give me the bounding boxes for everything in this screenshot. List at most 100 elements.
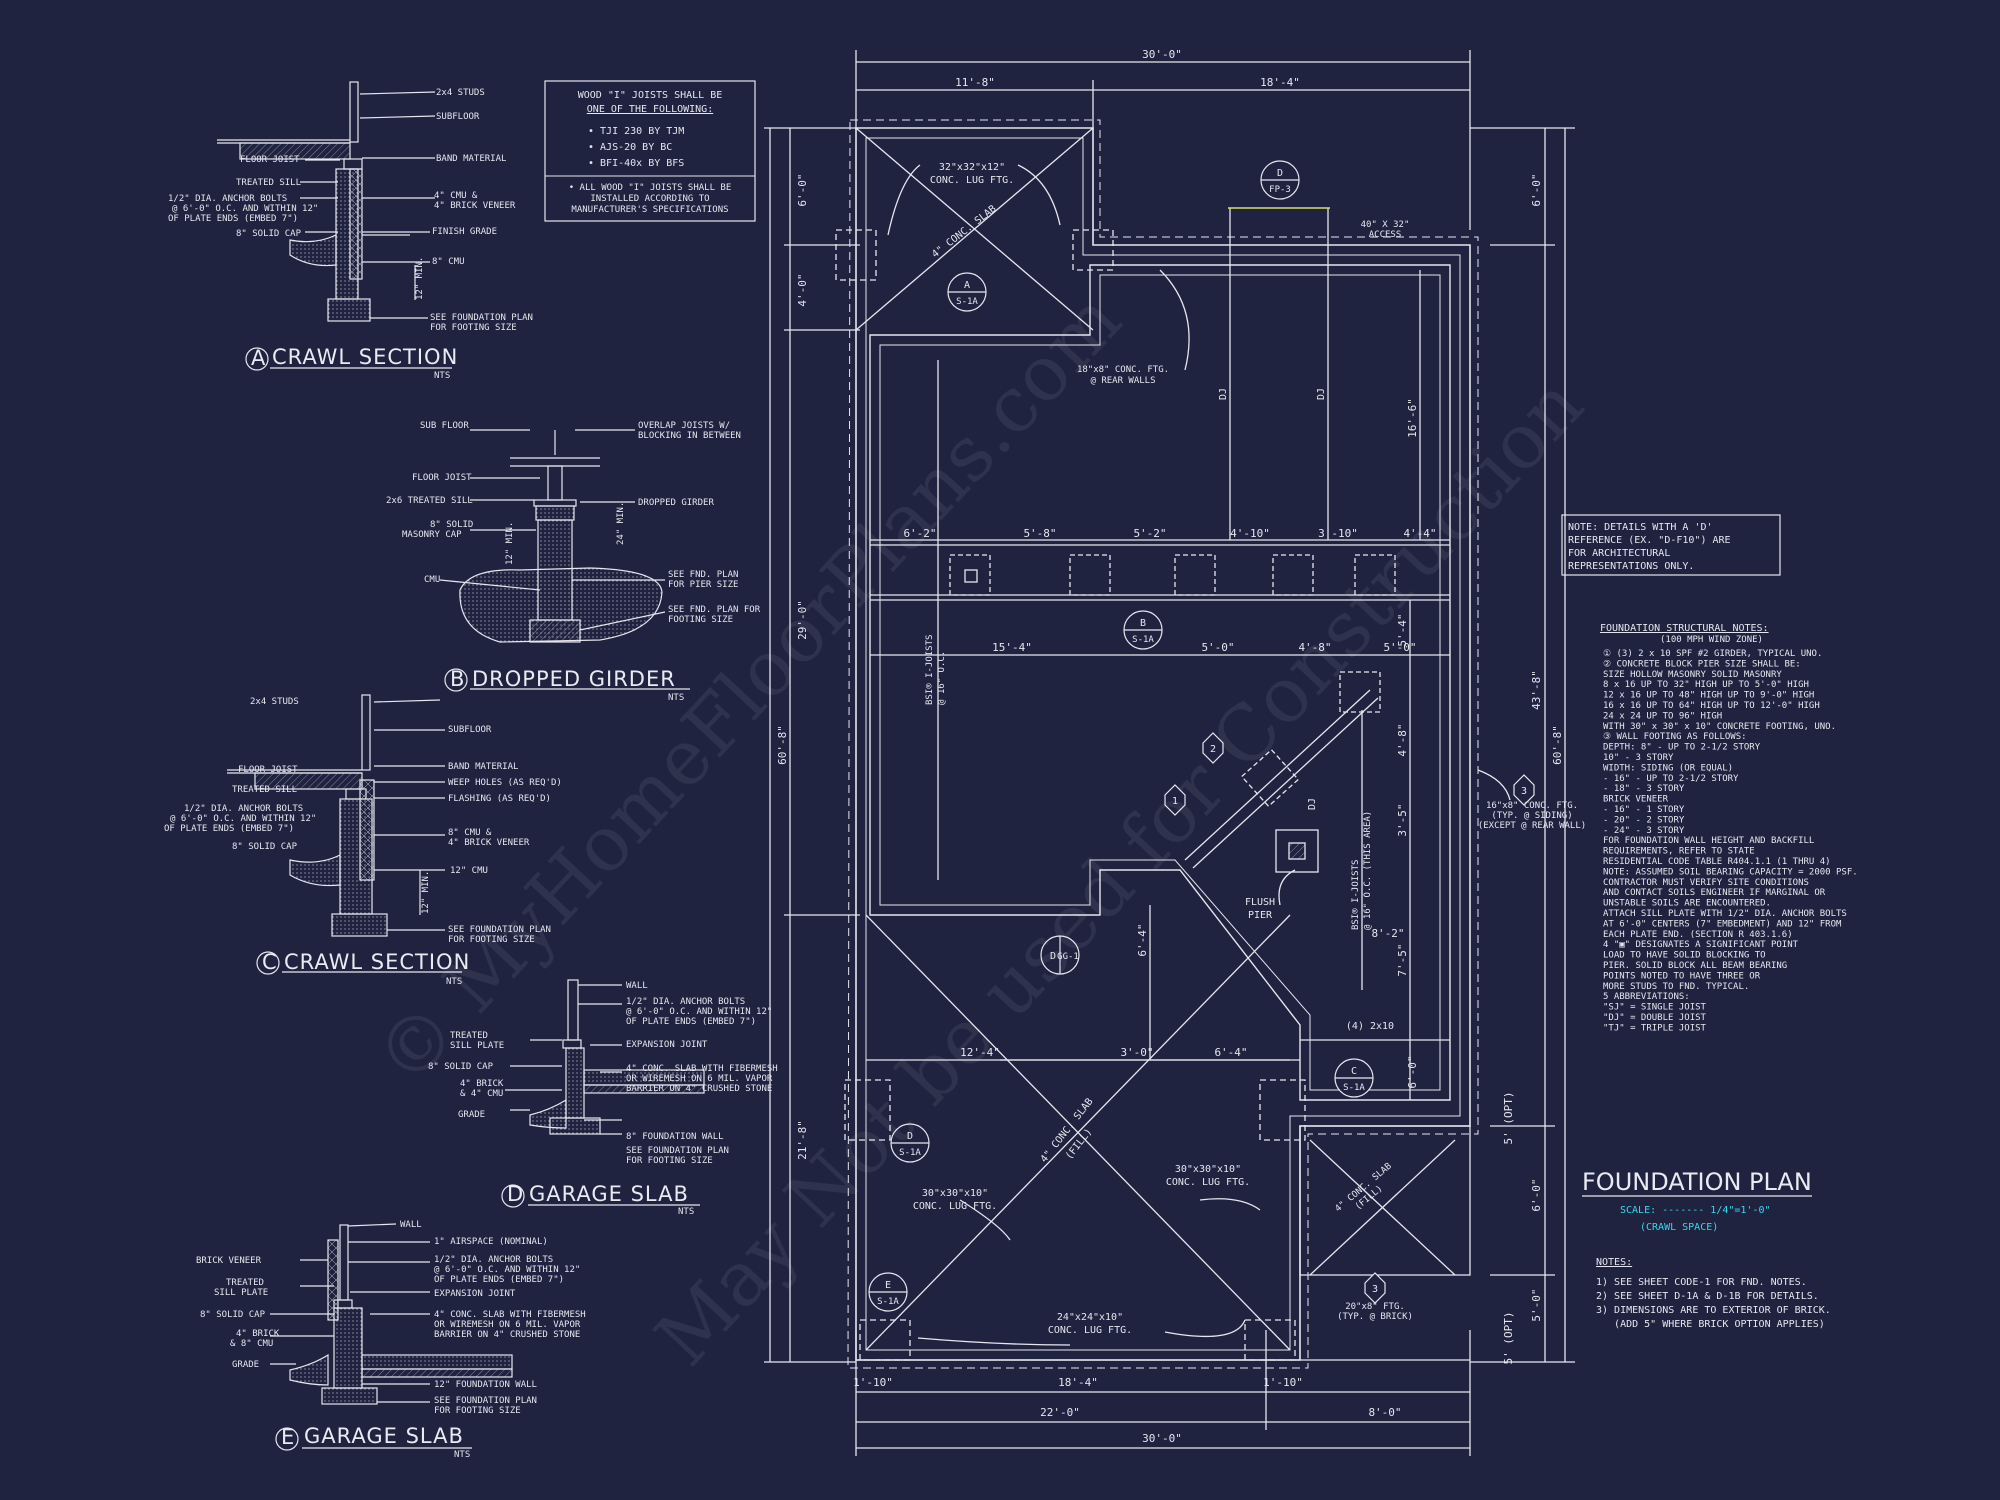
hex-tag: 3 [1521,786,1527,797]
detail-letter: B [450,667,465,691]
label: FLOOR JOIST [238,765,298,775]
detail-b-dropped-girder [439,429,690,692]
hex-tag: 3 [1372,1284,1378,1295]
detail-d-garage-slab [501,979,705,1208]
lug-top-label: CONC. LUG FTG. [930,175,1014,186]
plan-title: FOUNDATION PLAN [1582,1168,1812,1196]
label: FLOOR JOIST [240,155,300,165]
dj-label: DJ [1218,388,1229,400]
label: @ 6'-0" O.C. AND WITHIN 12" [170,814,316,824]
structural-notes: FOUNDATION STRUCTURAL NOTES: (100 MPH WI… [1600,623,1858,1033]
label: WEEP HOLES (AS REQ'D) [448,778,562,788]
structural-note-line: 12 x 16 UP TO 48" HIGH UP TO 9'-0" HIGH [1603,691,1814,701]
hex-tag: 2 [1210,744,1216,755]
structural-note-line: 5 ABBREVIATIONS: [1603,992,1690,1002]
detail-b-labels: SUB FLOOR OVERLAP JOISTS W/ BLOCKING IN … [386,421,761,703]
dj-label: DJ [1307,798,1318,810]
notes-heading: NOTES: [1596,1257,1632,1268]
structural-note-line: 16 x 16 UP TO 64" HIGH UP TO 12'-0" HIGH [1603,701,1820,711]
label: 4" CONC. SLAB WITH FIBERMESH [434,1310,586,1320]
detail-letter: E [281,1425,295,1449]
structural-note-line: DEPTH: 8" - UP TO 2-1/2 STORY [1603,743,1761,753]
label: TREATED [226,1278,264,1288]
label: 8" CMU [432,257,465,267]
detail-e-garage-slab [270,1223,513,1451]
tag-top: D [1277,168,1283,179]
dim-mid: 6'-4" [1214,1046,1247,1059]
detail-title: CRAWL SECTION [284,950,470,974]
dim-mid: 4'-8" [1396,723,1409,756]
structural-notes-subtitle: (100 MPH WIND ZONE) [1660,635,1763,645]
label: FOR FOOTING SIZE [434,1406,521,1416]
label: 8" CMU & [448,828,492,838]
dim-right: 5' (OPT) [1502,1312,1515,1365]
dim-mid: 3'-0" [1120,1046,1153,1059]
structural-notes-title: FOUNDATION STRUCTURAL NOTES: [1600,623,1769,634]
label: EXPANSION JOINT [626,1040,708,1050]
label: 1/2" DIA. ANCHOR BOLTS [168,194,287,204]
joist-note-box: WOOD "I" JOISTS SHALL BE ONE OF THE FOLL… [544,80,756,222]
label: GRADE [458,1110,485,1120]
label: 4" BRICK VENEER [448,838,530,848]
structural-note-line: 10" - 3 STORY [1603,753,1674,763]
structural-note-line: RESIDENTIAL CODE TABLE R404.1.1 (1 THRU … [1603,857,1831,867]
lug-bottom-label: 24"x24"x10" [1057,1312,1123,1323]
structural-note-line: UNSTABLE SOILS ARE ENCOUNTERED. [1603,899,1771,909]
joists-left-label: BSI® I-JOISTS [925,635,935,705]
label: FLASHING (AS REQ'D) [448,794,551,804]
structural-note-line: 4 "▣" DESIGNATES A SIGNIFICANT POINT [1603,940,1799,950]
label: OF PLATE ENDS (EMBED 7") [434,1275,564,1285]
dim-mid: 8'-2" [1371,927,1404,940]
label: 4" BRICK [460,1079,504,1089]
label: 8" SOLID CAP [428,1062,494,1072]
structural-note-line: 24 x 24 UP TO 96" HIGH [1603,711,1722,721]
dim-bottom: 1'-10" [1263,1376,1303,1389]
detail-d-labels: WALL 1/2" DIA. ANCHOR BOLTS @ 6'-0" O.C.… [428,981,778,1217]
joist-note-line: • TJI 230 BY TJM [588,126,684,137]
label: OVERLAP JOISTS W/ [638,421,730,431]
flush-pier-label: FLUSH [1245,897,1275,908]
lug-top-label: 32"x32"x12" [939,162,1005,173]
tag-top: E [885,1280,891,1291]
detail-title: GARAGE SLAB [529,1182,689,1206]
label: 1/2" DIA. ANCHOR BOLTS [184,804,303,814]
joists-left-label: @ 16" O.C. [937,651,947,705]
joists-right-label: @ 16" O.C. (THIS AREA) [1363,811,1373,930]
dim-left: 4'-0" [796,273,809,306]
structural-note-line: REQUIREMENTS, REFER TO STATE [1603,847,1755,857]
label: 1/2" DIA. ANCHOR BOLTS [626,997,745,1007]
label: & 8" CMU [230,1339,273,1349]
label: 4" CONC. SLAB WITH FIBERMESH [626,1064,778,1074]
scale-label: NTS [668,693,684,703]
detail-title: CRAWL SECTION [272,345,458,369]
lug-right-label: CONC. LUG FTG. [1166,1177,1250,1188]
dim-bottom: 1'-10" [853,1376,893,1389]
dim-top-overall: 30'-0" [1142,48,1182,61]
ftg-rear-label: 18"x8" CONC. FTG. [1077,365,1169,375]
tag-bottom: S-1A [956,297,978,307]
structural-note-line: ② CONCRETE BLOCK PIER SIZE SHALL BE: [1603,659,1801,669]
ref-note-line: REPRESENTATIONS ONLY. [1568,561,1694,572]
label: 12" MIN. [505,522,515,565]
dim-mid: 16'-6" [1406,398,1419,438]
dim-mid: 12'-4" [960,1046,1000,1059]
label: FINISH GRADE [432,227,497,237]
label: SILL PLATE [450,1041,504,1051]
label: 4" BRICK VENEER [434,201,516,211]
label: FOR PIER SIZE [668,580,738,590]
joist-note-line: • AJS-20 BY BC [588,142,672,153]
detail-c-labels: 2x4 STUDS SUBFLOOR FLOOR JOIST BAND MATE… [164,697,562,987]
ref-note-line: REFERENCE (EX. "D-F10") ARE [1568,535,1731,546]
dim-mid: 5'-0" [1201,641,1234,654]
label: OF PLATE ENDS (EMBED 7") [168,214,298,224]
structural-note-line: NOTE: ASSUMED SOIL BEARING CAPACITY = 20… [1603,867,1858,877]
label: WALL [400,1220,422,1230]
dim-mid: 5'-4" [1396,613,1409,646]
plan-scale: SCALE: ------- 1/4"=1'-0" [1620,1205,1771,1216]
tag-bottom: S-1A [899,1148,921,1158]
ftg-brick-label: 20"x8" FTG. [1345,1302,1405,1312]
label: 8" SOLID [430,520,473,530]
label: 2x6 TREATED SILL [386,496,473,506]
dim-mid: 5'-0" [1383,641,1416,654]
dim-mid: 4'-8" [1298,641,1331,654]
